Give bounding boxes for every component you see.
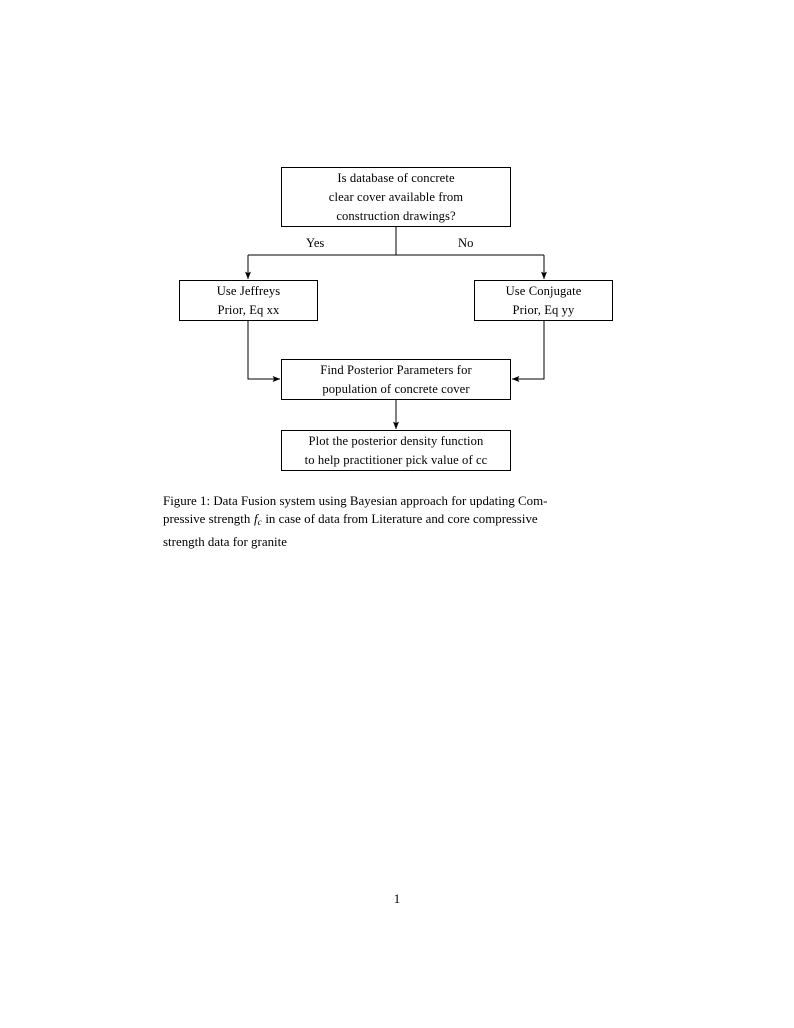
decision-node-line-2: clear cover available from: [328, 189, 464, 204]
figure-flowchart: Is database of concrete clear cover avai…: [0, 0, 794, 480]
caption-line-2-after-math: in case of data from Literature and core…: [265, 512, 538, 527]
edge-conjugate-to-posterior: [511, 321, 545, 382]
find-posterior-node: Find Posterior Parameters for population…: [281, 359, 511, 400]
plot-density-node: Plot the posterior density function to h…: [281, 430, 511, 471]
caption-line-2-before-math: pressive strength: [163, 512, 251, 527]
jeffreys-prior-line-2: Prior, Eq xx: [217, 302, 280, 317]
decision-node-line-1: Is database of concrete: [337, 170, 455, 185]
edge-label-yes: Yes: [306, 236, 325, 250]
find-posterior-line-1: Find Posterior Parameters for: [320, 362, 472, 377]
figure-caption: Figure 1: Data Fusion system using Bayes…: [163, 492, 630, 551]
edge-jeffreys-to-posterior: [247, 321, 281, 382]
caption-math-symbol: fc: [253, 512, 262, 529]
jeffreys-prior-node: Use Jeffreys Prior, Eq xx: [179, 280, 318, 321]
flowchart-connectors: [245, 227, 547, 430]
jeffreys-prior-line-1: Use Jeffreys: [216, 283, 281, 298]
decision-node-line-3: construction drawings?: [336, 208, 456, 223]
plot-density-line-2: to help practitioner pick value of cc: [304, 452, 488, 467]
conjugate-prior-line-1: Use Conjugate: [505, 283, 582, 298]
find-posterior-line-2: population of concrete cover: [322, 381, 470, 396]
caption-math-subscript: c: [257, 518, 262, 529]
caption-line-1: Figure 1: Data Fusion system using Bayes…: [163, 494, 548, 508]
decision-node: Is database of concrete clear cover avai…: [281, 167, 511, 227]
page-number: 1: [393, 892, 401, 906]
edge-label-no: No: [458, 236, 474, 250]
conjugate-prior-node: Use Conjugate Prior, Eq yy: [474, 280, 613, 321]
plot-density-line-1: Plot the posterior density function: [308, 433, 484, 448]
conjugate-prior-line-2: Prior, Eq yy: [512, 302, 575, 317]
caption-line-3: strength data for granite: [163, 534, 287, 549]
